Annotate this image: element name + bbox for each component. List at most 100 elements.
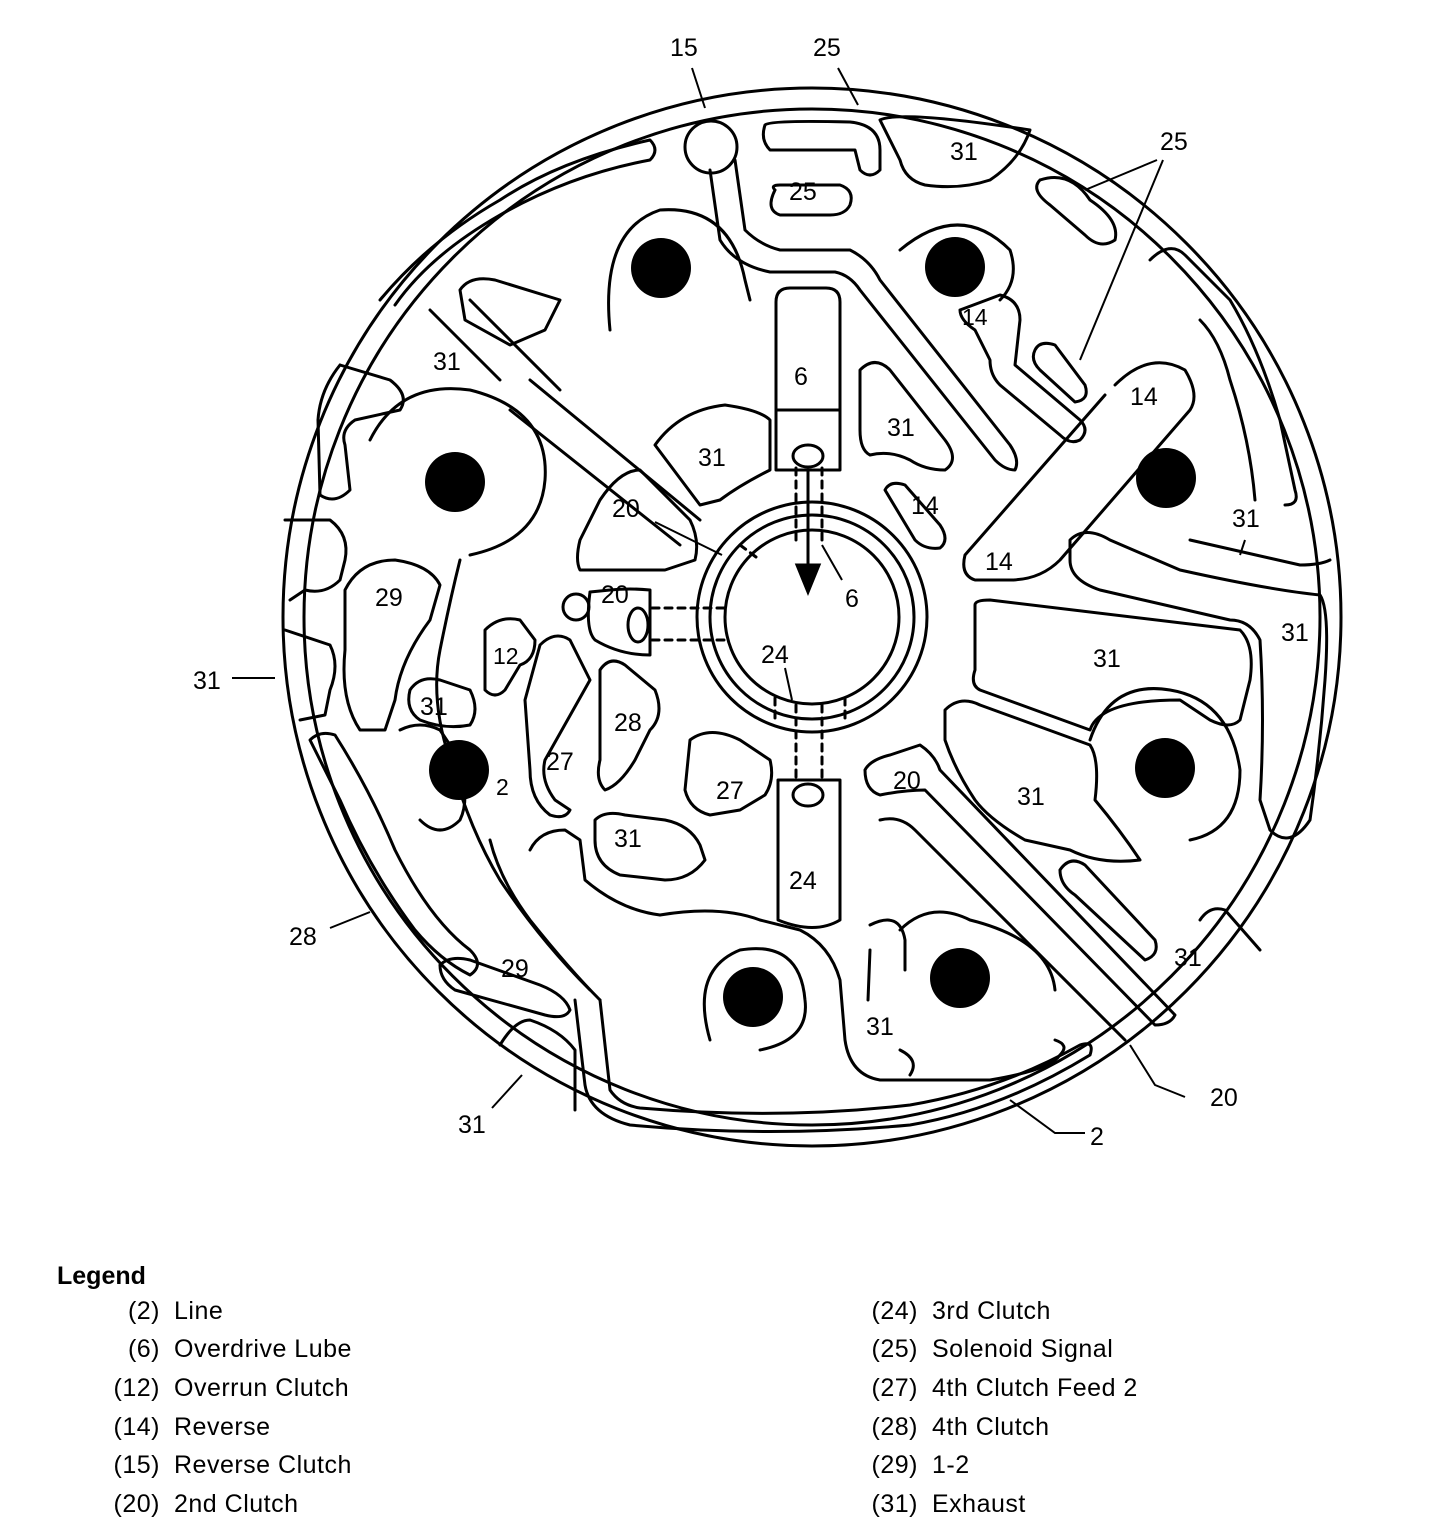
channel-25-small	[769, 183, 853, 217]
channel-label: 31	[866, 1013, 894, 1041]
bolt-hole-bottom-right	[930, 948, 990, 1008]
channel-label: 31	[1017, 783, 1045, 811]
channel-label: 31	[1232, 505, 1260, 533]
channel-28-mid	[596, 659, 661, 792]
channel-31-right-lower	[943, 699, 1142, 863]
channel-31-mid	[858, 361, 954, 472]
channel-label: 27	[546, 748, 574, 776]
passage-24-dashes	[773, 696, 847, 782]
legend-code: (14)	[113, 1412, 160, 1441]
legend-label: Reverse Clutch	[174, 1451, 352, 1480]
legend-label: 3rd Clutch	[932, 1296, 1051, 1325]
channel-label: 14	[985, 548, 1013, 576]
channel-left-arc-inner	[488, 838, 602, 1002]
legend-code: (25)	[871, 1335, 918, 1364]
channel-diag-upper	[428, 298, 562, 392]
leader-31-bottom	[491, 1074, 523, 1109]
channel-31-right-large	[1068, 531, 1329, 840]
legend-code: (29)	[871, 1451, 918, 1480]
passage-6-dashes	[794, 466, 824, 547]
channel-left-edge-31b	[283, 628, 337, 722]
legend-label: 4th Clutch Feed 2	[932, 1373, 1138, 1402]
legend-label: 2nd Clutch	[174, 1489, 299, 1518]
channel-label: 24	[789, 867, 817, 895]
channel-label: 31	[1281, 619, 1309, 647]
channel-top-arc	[378, 138, 657, 307]
channel-15-run	[708, 158, 1019, 472]
bolt-hole-lower-left	[429, 740, 489, 800]
leader-25-right-b	[1079, 159, 1164, 361]
channel-label: 31	[420, 693, 448, 721]
leader-20-center	[654, 521, 723, 556]
channel-label: 25	[813, 34, 841, 62]
legend-column-right: (24) 3rd Clutch (25) Solenoid Signal (27…	[850, 1292, 1138, 1524]
legend-item: (31) Exhaust	[850, 1485, 1138, 1524]
boss-wall-left	[368, 387, 547, 557]
legend-code: (20)	[113, 1489, 160, 1518]
channel-label: 20	[612, 495, 640, 523]
passage-6-lower	[774, 408, 842, 472]
legend-label: Line	[174, 1296, 224, 1325]
bolt-hole-lower-right	[1135, 738, 1195, 798]
channel-diag-left	[508, 378, 702, 547]
channel-label: 27	[716, 777, 744, 805]
pump-body-inner-rim	[302, 107, 1322, 1127]
legend-label: Solenoid Signal	[932, 1335, 1114, 1364]
legend-code: (31)	[871, 1489, 918, 1518]
channel-31-left-small	[407, 677, 477, 729]
pump-channel-diagram: 15 25 25 31 25 31 14 6 31 31 14 14 20 6 …	[193, 34, 1343, 1151]
channel-24-lower	[658, 909, 1066, 1082]
legend-item: (6) Overdrive Lube	[92, 1331, 352, 1370]
center-bore	[723, 528, 901, 706]
bolt-hole-right	[1136, 448, 1196, 508]
channel-label: 20	[893, 767, 921, 795]
legend-item: (25) Solenoid Signal	[850, 1331, 1138, 1370]
center-hub-ring	[708, 513, 916, 721]
legend-item: (29) 1-2	[850, 1446, 1138, 1485]
channel-31-upper-left	[316, 363, 405, 501]
passage-24	[776, 778, 842, 929]
passage-20-port	[626, 606, 650, 644]
channel-25-top	[761, 119, 882, 177]
channel-right-top-31	[1148, 247, 1298, 507]
channel-upper-left-31	[458, 277, 562, 347]
legend-label: 4th Clutch	[932, 1412, 1050, 1441]
channel-label: 14	[1130, 383, 1158, 411]
pump-body-outline	[281, 86, 1343, 1148]
channel-label: 6	[794, 363, 808, 391]
bolt-hole-left	[425, 452, 485, 512]
leader-15	[691, 67, 706, 109]
center-hub-outer	[695, 500, 929, 734]
legend-item: (28) 4th Clutch	[850, 1408, 1138, 1447]
passage-20-dashes	[650, 543, 762, 642]
leader-25-right-a	[1084, 159, 1158, 191]
channel-label: 29	[501, 955, 529, 983]
leader-31-right-center	[1239, 539, 1246, 556]
channel-31-bottom-left	[498, 1018, 577, 1112]
channel-27-right	[683, 731, 774, 817]
legend-item: (24) 3rd Clutch	[850, 1292, 1138, 1331]
channel-label: 31	[1174, 944, 1202, 972]
channel-label: 31	[193, 667, 221, 695]
channel-label: 6	[845, 585, 859, 613]
channel-label: 31	[887, 414, 915, 442]
channel-31-bottom-mid	[593, 811, 707, 882]
channel-12	[483, 617, 537, 697]
leader-20-right	[1129, 1044, 1186, 1098]
channel-label: 2	[1090, 1123, 1104, 1151]
leader-28-left	[329, 911, 371, 929]
legend-code: (12)	[113, 1373, 160, 1402]
leader-6-center	[821, 544, 843, 581]
legend-code: (6)	[127, 1335, 160, 1364]
passage-20	[586, 587, 652, 657]
channel-31-right-edge	[1198, 907, 1262, 952]
channel-label: 29	[375, 584, 403, 612]
legend-item: (15) Reverse Clutch	[92, 1446, 352, 1485]
legend-code: (24)	[871, 1296, 918, 1325]
channel-20-outer	[878, 817, 1127, 1042]
legend-item: (12) Overrun Clutch	[92, 1369, 352, 1408]
legend-label: 1-2	[932, 1451, 970, 1480]
leader-25-top	[837, 67, 859, 106]
channel-label: 14	[911, 492, 939, 520]
channel-bottom-31	[866, 918, 915, 1077]
